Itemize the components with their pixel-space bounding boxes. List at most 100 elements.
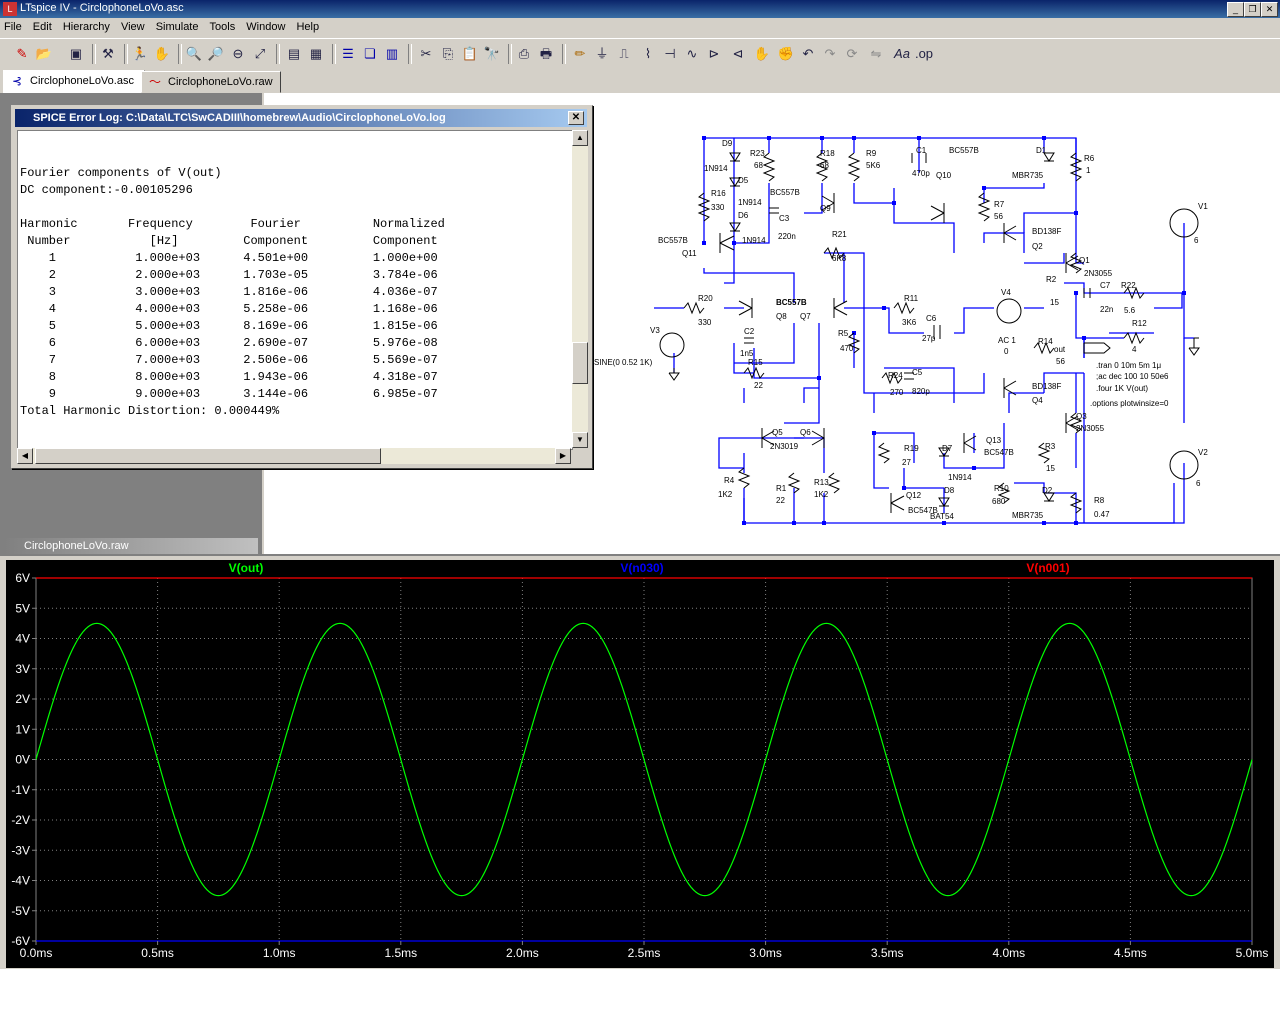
schematic-label[interactable]: 5K6 xyxy=(866,161,881,170)
schematic-label[interactable]: 68 xyxy=(754,161,763,170)
new-schematic-icon[interactable]: ✎ xyxy=(16,46,28,61)
schematic-label[interactable]: R12 xyxy=(1132,319,1147,328)
schematic-label[interactable]: SINE(0 0.52 1K) xyxy=(594,358,653,367)
schematic-label[interactable]: R5 xyxy=(838,329,849,338)
schematic-label[interactable]: 220n xyxy=(778,232,796,241)
redo-icon[interactable]: ↷ xyxy=(824,46,836,61)
schematic-label[interactable]: 15 xyxy=(1046,464,1055,473)
minimized-waveform-window[interactable]: CirclophoneLoVo.raw xyxy=(4,538,258,554)
schematic-label[interactable]: R11 xyxy=(904,294,919,303)
schematic-label[interactable]: C5 xyxy=(912,368,923,377)
schematic-label[interactable]: V2 xyxy=(1198,448,1208,457)
schematic-label[interactable]: 1N914 xyxy=(948,473,972,482)
schematic-label[interactable]: BC557B xyxy=(949,146,979,155)
capacitor-icon[interactable]: ⊣ xyxy=(664,46,676,61)
schematic-label[interactable]: 22 xyxy=(776,496,785,505)
schematic-label[interactable]: Q1 xyxy=(1079,256,1090,265)
schematic-label[interactable]: 1N914 xyxy=(742,236,766,245)
schematic-label[interactable]: V1 xyxy=(1198,202,1208,211)
run-icon[interactable]: 🏃 xyxy=(131,46,149,61)
schematic-label[interactable]: BD138F xyxy=(1032,382,1061,391)
ground-icon[interactable]: ⏚ xyxy=(595,46,609,61)
schematic-label[interactable]: 56 xyxy=(994,212,1003,221)
schematic-label[interactable]: .options plotwinsize=0 xyxy=(1090,399,1169,408)
schematic-label[interactable]: 22n xyxy=(1100,305,1113,314)
schematic-label[interactable]: Q10 xyxy=(936,171,952,180)
schematic-label[interactable]: Q6 xyxy=(800,428,811,437)
schematic-label[interactable]: Q4 xyxy=(1032,396,1043,405)
schematic-label[interactable]: R1 xyxy=(776,484,787,493)
schematic-label[interactable]: V3 xyxy=(650,326,660,335)
schematic-label[interactable]: .four 1K V(out) xyxy=(1096,384,1148,393)
schematic-label[interactable]: Q13 xyxy=(986,436,1002,445)
schematic-label[interactable]: 270 xyxy=(890,388,904,397)
schematic-label[interactable]: 3K6 xyxy=(902,318,917,327)
schematic-label[interactable]: R18 xyxy=(820,149,835,158)
halt-icon[interactable]: ✋ xyxy=(153,46,171,61)
trace-vout[interactable] xyxy=(35,622,1253,897)
schematic-canvas[interactable]: D9R2368R1868R95K6C1470pQ10BC557BD1R611N9… xyxy=(264,93,1280,554)
schematic-label[interactable]: C2 xyxy=(744,327,755,336)
menu-window[interactable]: Window xyxy=(246,21,286,33)
close-icon[interactable]: ✕ xyxy=(568,111,584,125)
zoom-in-icon[interactable]: 🔍 xyxy=(185,46,203,61)
schematic-label[interactable]: D2 xyxy=(1042,486,1053,495)
schematic-label[interactable]: 1n5 xyxy=(740,349,754,358)
schematic-label[interactable]: D1 xyxy=(1036,146,1047,155)
schematic-label[interactable]: 68 xyxy=(820,161,829,170)
spice-directive-icon[interactable]: .op xyxy=(914,46,934,61)
schematic-label[interactable]: 27 xyxy=(902,458,911,467)
move-icon[interactable]: ✋ xyxy=(753,46,771,61)
schematic-label[interactable]: D8 xyxy=(944,486,955,495)
schematic-label[interactable]: C3 xyxy=(779,214,790,223)
schematic-label[interactable]: 2N3019 xyxy=(770,442,799,451)
mirror-icon[interactable]: ⇋ xyxy=(870,46,882,61)
schematic-label[interactable]: 0 xyxy=(1004,347,1009,356)
open-icon[interactable]: 📂 xyxy=(35,46,53,61)
drag-icon[interactable]: ✊ xyxy=(777,46,795,61)
schematic-label[interactable]: 1N914 xyxy=(738,198,762,207)
schematic-label[interactable]: out xyxy=(1054,345,1066,354)
schematic-label[interactable]: R20 xyxy=(698,294,713,303)
schematic-label[interactable]: MBR735 xyxy=(1012,511,1044,520)
copy-icon[interactable]: ⎘ xyxy=(442,46,454,61)
find-icon[interactable]: 🔭 xyxy=(483,46,501,61)
schematic-label[interactable]: Q12 xyxy=(906,491,922,500)
schematic-label[interactable]: BC557B xyxy=(770,188,800,197)
schematic-label[interactable]: ;ac dec 100 10 50e6 xyxy=(1096,372,1169,381)
menu-tools[interactable]: Tools xyxy=(209,21,236,33)
schematic-label[interactable]: 27p xyxy=(922,334,936,343)
schematic-label[interactable]: 680 xyxy=(992,497,1006,506)
print-preview-icon[interactable]: ⎙ xyxy=(518,46,530,61)
legend-vn001[interactable]: V(n001) xyxy=(1026,561,1069,575)
label-net-icon[interactable]: ⎍ xyxy=(619,46,629,61)
schematic-label[interactable]: R8 xyxy=(1094,496,1105,505)
schematic-label[interactable]: R14 xyxy=(1038,337,1053,346)
save-icon[interactable]: ▣ xyxy=(69,46,83,61)
schematic-label[interactable]: 1 xyxy=(1086,166,1091,175)
schematic-label[interactable]: BC557B xyxy=(776,298,807,307)
schematic-label[interactable]: BD138F xyxy=(1032,227,1061,236)
schematic-label[interactable]: C1 xyxy=(916,146,927,155)
scroll-up-icon[interactable]: ▲ xyxy=(572,130,588,146)
schematic-label[interactable]: Q7 xyxy=(800,312,811,321)
menu-file[interactable]: File xyxy=(4,21,22,33)
schematic-label[interactable]: R16 xyxy=(711,189,726,198)
schematic-label[interactable]: MBR735 xyxy=(1012,171,1044,180)
error-log-title-bar[interactable]: SPICE Error Log: C:\Data\LTC\SwCADIII\ho… xyxy=(15,109,587,127)
schematic-label[interactable]: 470p xyxy=(912,169,930,178)
zoom-out-icon[interactable]: ⊖ xyxy=(232,46,244,61)
legend-vout[interactable]: V(out) xyxy=(229,561,264,575)
rotate-icon[interactable]: ⟳ xyxy=(846,46,858,61)
schematic-label[interactable]: 2N3055 xyxy=(1076,424,1105,433)
schematic-label[interactable]: 4 xyxy=(1132,345,1137,354)
schematic-label[interactable]: Q8 xyxy=(776,312,787,321)
schematic-label[interactable]: AC 1 xyxy=(998,336,1016,345)
schematic-label[interactable]: 15 xyxy=(1050,298,1059,307)
schematic-label[interactable]: Q3 xyxy=(1076,412,1087,421)
menu-help[interactable]: Help xyxy=(296,21,320,33)
schematic-label[interactable]: D7 xyxy=(942,444,953,453)
schematic-label[interactable]: 6 xyxy=(1196,479,1201,488)
